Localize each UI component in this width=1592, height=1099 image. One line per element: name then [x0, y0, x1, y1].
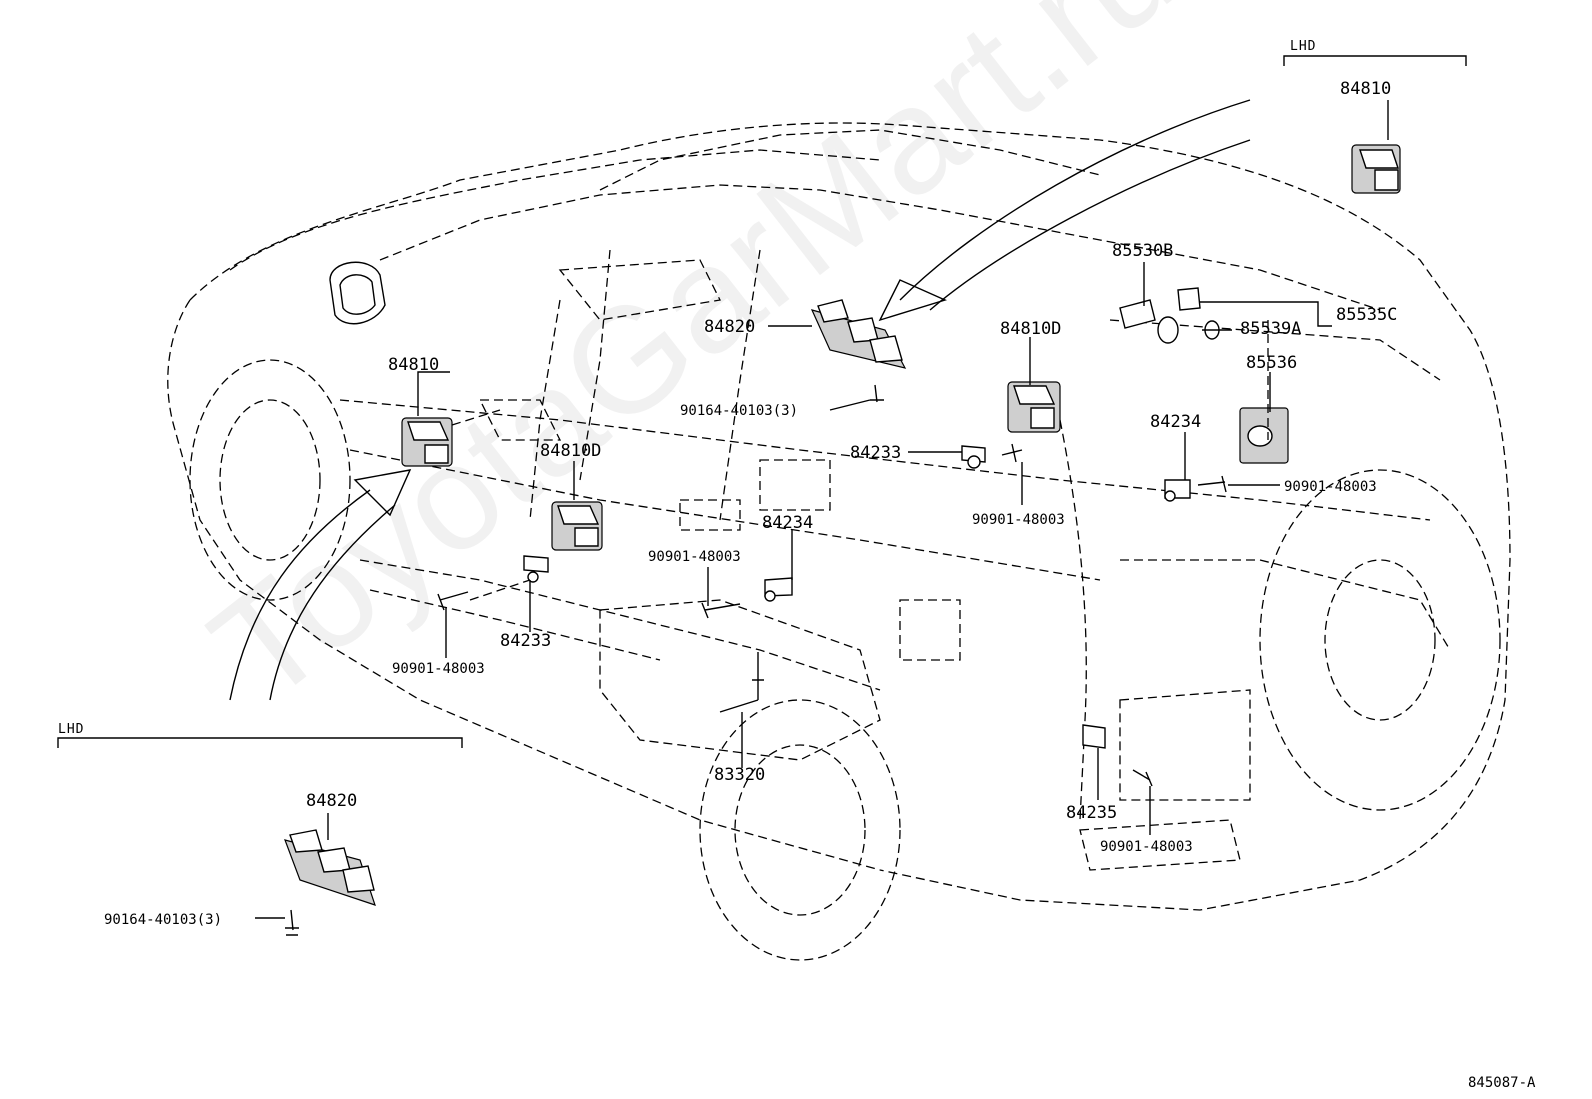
- part-label-90901-d[interactable]: 90901-48003: [392, 661, 485, 677]
- part-label-84234-center[interactable]: 84234: [762, 513, 814, 533]
- part-label-84233-top[interactable]: 84233: [850, 443, 902, 463]
- part-label-84233-bottom[interactable]: 84233: [500, 631, 552, 651]
- part-label-84820[interactable]: 84820: [704, 317, 756, 337]
- part-label-83320[interactable]: 83320: [714, 765, 766, 785]
- part-label-84810d-center[interactable]: 84810D: [540, 441, 602, 461]
- part-label-85535c[interactable]: 85535C: [1336, 305, 1398, 325]
- diagram-reference-code: 845087-A: [1468, 1075, 1536, 1091]
- part-label-84234-right[interactable]: 84234: [1150, 412, 1202, 432]
- direction-arrows: [229, 99, 1251, 701]
- lhd-label-top: LHD: [1290, 39, 1317, 54]
- part-label-85530b[interactable]: 85530B: [1112, 241, 1174, 261]
- part-label-84810d-right[interactable]: 84810D: [1000, 319, 1062, 339]
- part-label-90901-a[interactable]: 90901-48003: [972, 512, 1065, 528]
- vehicle-outline: [167, 122, 1511, 961]
- part-label-90901-c[interactable]: 90901-48003: [648, 549, 741, 565]
- part-label-85536[interactable]: 85536: [1246, 353, 1298, 373]
- part-label-84820-inset[interactable]: 84820: [306, 791, 358, 811]
- part-label-84810-inset[interactable]: 84810: [1340, 79, 1392, 99]
- part-label-84235[interactable]: 84235: [1066, 803, 1118, 823]
- lhd-label-bottom: LHD: [58, 722, 85, 737]
- part-label-85539a[interactable]: 85539A: [1240, 319, 1302, 339]
- part-label-84810[interactable]: 84810: [388, 355, 440, 375]
- part-label-90164[interactable]: 90164-40103(3): [680, 403, 799, 419]
- part-label-90901-e[interactable]: 90901-48003: [1100, 839, 1193, 855]
- part-label-90164-inset[interactable]: 90164-40103(3): [104, 912, 223, 928]
- parts: [57, 55, 1467, 936]
- part-label-90901-b[interactable]: 90901-48003: [1284, 479, 1377, 495]
